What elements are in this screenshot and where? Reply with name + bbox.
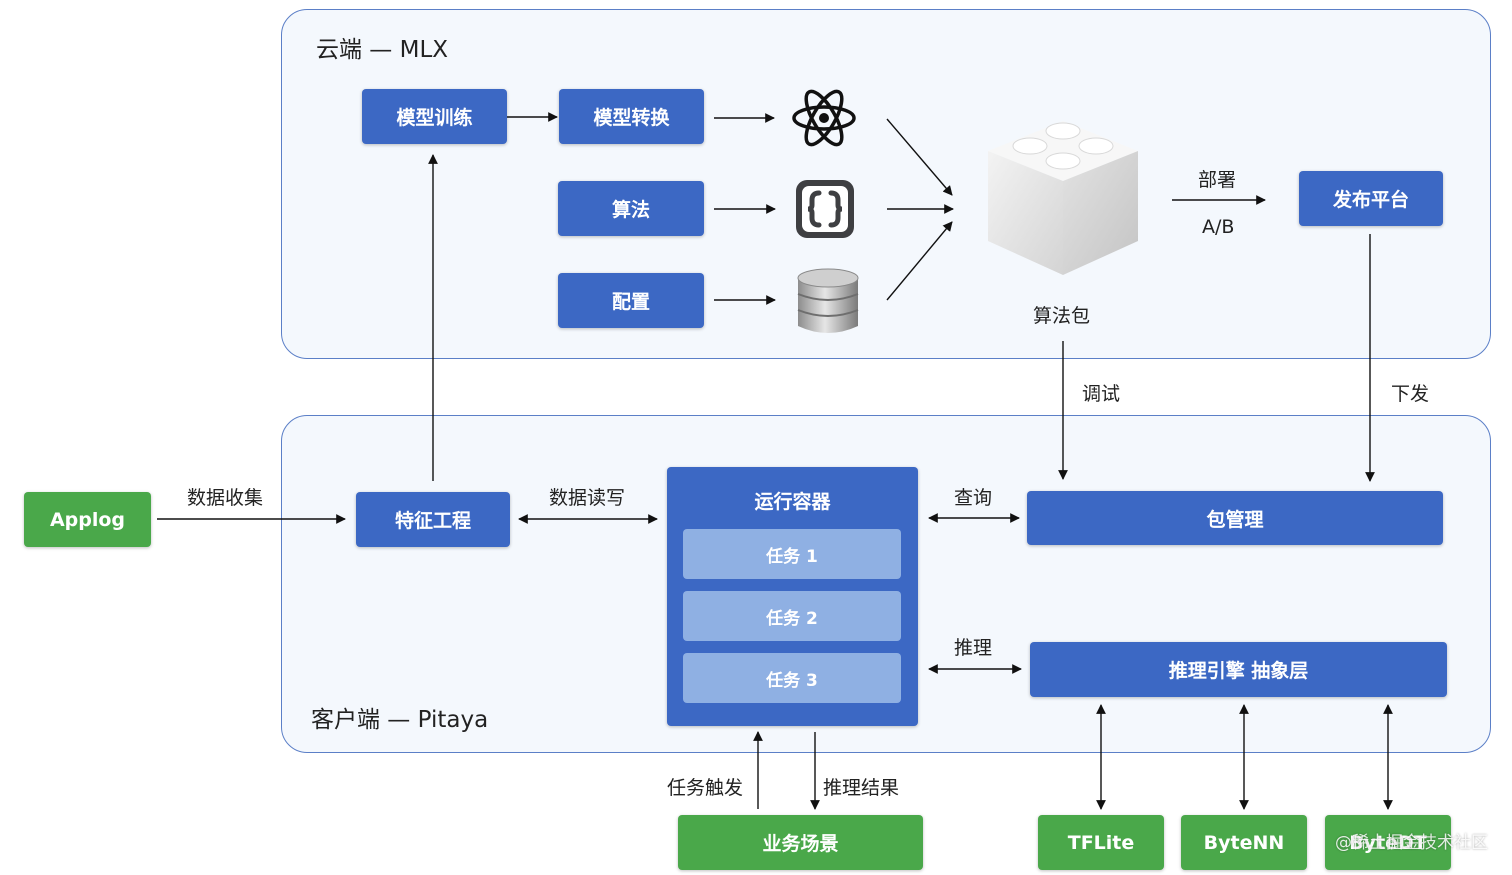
data-collect-label: 数据收集 [187, 487, 264, 509]
client-title: 客户端 — Pitaya [311, 707, 489, 733]
tflite-box: TFLite [1038, 815, 1164, 870]
arrow-atom-to-package [886, 118, 953, 196]
business-scene-box: 业务场景 [678, 815, 923, 870]
bytedt-box: ByteDT [1325, 815, 1451, 870]
database-icon [797, 268, 859, 333]
task-3: 任务 3 [683, 653, 901, 703]
task-trigger-label: 任务触发 [667, 777, 744, 799]
dispatch-label: 下发 [1391, 383, 1430, 405]
arrow-db-to-package [886, 221, 953, 301]
infer-label: 推理 [954, 637, 993, 659]
data-rw-label: 数据读写 [549, 487, 626, 509]
model-training-box: 模型训练 [362, 89, 507, 144]
code-braces-icon [796, 180, 854, 238]
query-label: 查询 [954, 487, 993, 509]
infer-result-label: 推理结果 [823, 777, 900, 799]
algorithm-box: 算法 [558, 181, 704, 236]
algo-package-label: 算法包 [1033, 305, 1091, 327]
cloud-region [281, 9, 1491, 359]
runtime-container-title: 运行容器 [754, 491, 831, 513]
feature-engineering-box: 特征工程 [356, 492, 510, 547]
bytenn-box: ByteNN [1181, 815, 1307, 870]
publish-platform-box: 发布平台 [1299, 171, 1443, 226]
model-convert-box: 模型转换 [559, 89, 704, 144]
debug-label: 调试 [1082, 383, 1121, 405]
cube-package-icon [988, 121, 1138, 275]
package-management-box: 包管理 [1027, 491, 1443, 545]
inference-engine-box: 推理引擎 抽象层 [1030, 642, 1447, 697]
ab-label: A/B [1202, 216, 1235, 238]
cloud-title: 云端 — MLX [316, 37, 449, 63]
task-1: 任务 1 [683, 529, 901, 579]
deploy-label: 部署 [1198, 169, 1237, 191]
watermark: @稀土掘金技术社区 [1335, 833, 1488, 853]
config-box: 配置 [558, 273, 704, 328]
atom-icon [792, 89, 856, 147]
task-2: 任务 2 [683, 591, 901, 641]
applog-box: Applog [24, 492, 151, 547]
